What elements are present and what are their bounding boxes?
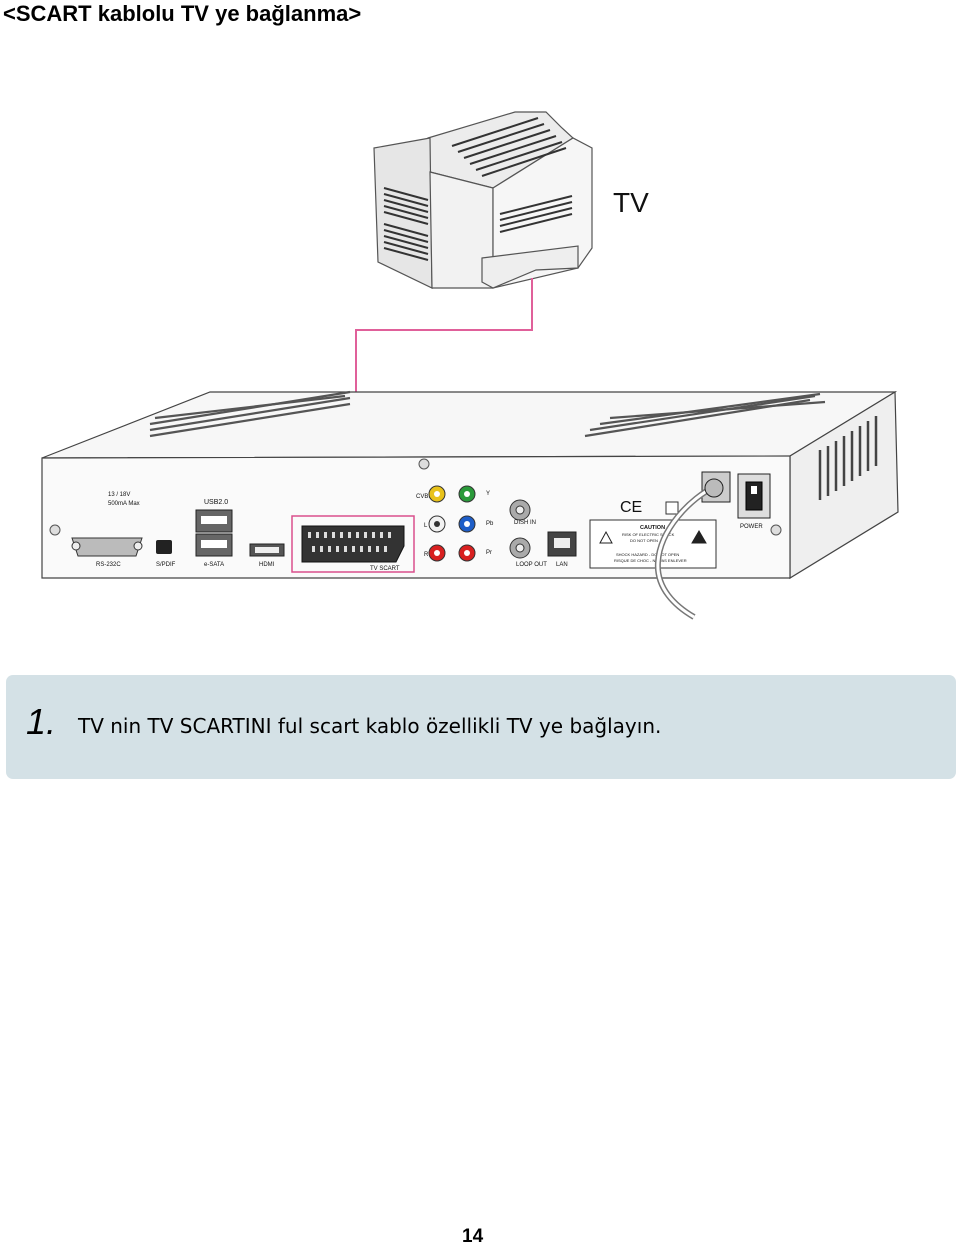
spdif-port bbox=[156, 540, 172, 554]
tv-scart-highlight bbox=[291, 515, 415, 573]
dc-label: 13 / 18V bbox=[108, 492, 130, 498]
receiver-top-vents bbox=[149, 390, 826, 438]
lan-label: LAN bbox=[556, 562, 568, 568]
comp-y-label: Y bbox=[486, 491, 490, 497]
screw-icon bbox=[418, 458, 430, 470]
instruction-box bbox=[6, 675, 956, 779]
power-label: POWER bbox=[740, 524, 763, 530]
warning-line1: SHOCK HAZARD - DO NOT OPEN bbox=[616, 552, 679, 557]
esata-label: e-SATA bbox=[204, 562, 224, 568]
spdif-label: S/PDIF bbox=[156, 562, 176, 568]
warning-icon bbox=[599, 530, 613, 544]
connection-diagram: TV 13 / 18V 500mA Max bbox=[41, 111, 899, 620]
rs232-port bbox=[71, 537, 143, 557]
caution-line2: DO NOT OPEN bbox=[630, 538, 658, 543]
dc-current-label: 500mA Max bbox=[108, 501, 140, 507]
warning-icon bbox=[691, 530, 707, 544]
tv-scart-pins bbox=[308, 532, 391, 552]
audio-r-label: R bbox=[424, 552, 429, 558]
tv-scart-label: TV SCART bbox=[370, 566, 400, 572]
hdmi-label: HDMI bbox=[259, 562, 275, 568]
screw-icon bbox=[770, 524, 782, 536]
usb-label: USB2.0 bbox=[204, 499, 228, 506]
tv-scart-port bbox=[301, 525, 405, 563]
tv-label: TV bbox=[613, 187, 649, 218]
screw-icon bbox=[49, 524, 61, 536]
dish-in-label: DISH IN bbox=[514, 520, 536, 526]
comp-pb-label: Pb bbox=[486, 521, 494, 527]
small-connector bbox=[665, 501, 679, 515]
step-text: TV nin TV SCARTINI ful scart kablo özell… bbox=[78, 714, 662, 738]
page-title: <SCART kablolu TV ye bağlanma> bbox=[3, 1, 362, 26]
ce-mark: CE bbox=[620, 499, 642, 516]
tv-vents bbox=[383, 117, 573, 261]
tv-illustration bbox=[373, 111, 593, 289]
caution-line1: RISK OF ELECTRIC SHOCK bbox=[622, 532, 675, 537]
warning-line2: RISQUE DE CHOC - NE PAS ENLEVER bbox=[614, 558, 687, 563]
caution-title: CAUTION bbox=[640, 525, 665, 531]
audio-l-label: L bbox=[424, 523, 428, 529]
caution-label bbox=[589, 519, 717, 569]
step-number: 1. bbox=[26, 701, 57, 742]
cvbs-label: CVBS bbox=[416, 494, 432, 500]
comp-pr-label: Pr bbox=[486, 550, 492, 556]
receiver-side-vents bbox=[818, 416, 878, 500]
loop-out-label: LOOP OUT bbox=[516, 562, 547, 568]
page-number: 14 bbox=[462, 1226, 484, 1247]
rs232-label: RS-232C bbox=[96, 562, 121, 568]
